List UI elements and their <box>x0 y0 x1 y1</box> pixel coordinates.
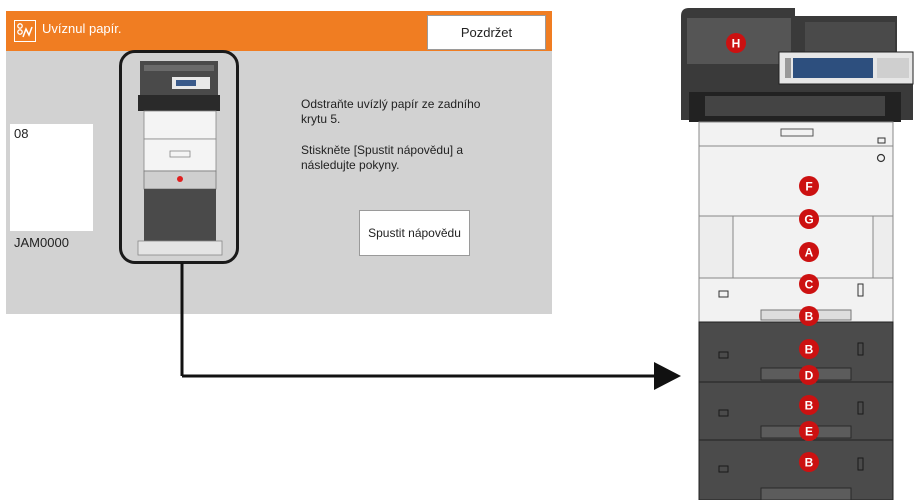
svg-text:F: F <box>805 180 812 194</box>
label-b-2: B <box>799 339 819 359</box>
printer-diagram: H F G A C B B D B E B <box>681 8 914 500</box>
svg-text:C: C <box>805 278 814 292</box>
svg-text:H: H <box>732 37 741 51</box>
status-card: 08 <box>10 124 93 231</box>
svg-text:B: B <box>805 399 814 413</box>
label-b-4: B <box>799 452 819 472</box>
card-code: 08 <box>14 126 29 141</box>
label-e: E <box>799 421 819 441</box>
page-title: Uvíznul papír. <box>42 21 122 36</box>
title-bar: Uvíznul papír. Pozdržet <box>6 11 552 51</box>
label-g: G <box>799 209 819 229</box>
svg-text:A: A <box>805 246 814 260</box>
label-c: C <box>799 274 819 294</box>
jam-code: JAM0000 <box>14 235 69 250</box>
printer-thumbnail-frame <box>119 50 239 264</box>
paper-jam-icon <box>14 20 36 42</box>
svg-text:B: B <box>805 310 814 324</box>
svg-text:B: B <box>805 456 814 470</box>
label-d: D <box>799 365 819 385</box>
printer-thumbnail <box>137 61 223 256</box>
arrow-right-icon <box>654 362 681 390</box>
svg-text:G: G <box>804 213 813 227</box>
instruction-text-2: Stiskněte [Spustit nápovědu] a následujt… <box>301 143 464 172</box>
label-h: H <box>726 33 746 53</box>
svg-text:B: B <box>805 343 814 357</box>
hold-button[interactable]: Pozdržet <box>427 15 546 50</box>
label-b-3: B <box>799 395 819 415</box>
label-a: A <box>799 242 819 262</box>
label-f: F <box>799 176 819 196</box>
start-help-button[interactable]: Spustit nápovědu <box>359 210 470 256</box>
svg-text:E: E <box>805 425 813 439</box>
svg-text:D: D <box>805 369 814 383</box>
label-b-1: B <box>799 306 819 326</box>
instruction-text-1: Odstraňte uvízlý papír ze zadního krytu … <box>301 97 481 126</box>
jam-panel: Uvíznul papír. Pozdržet 08 JAM0000 Odstr… <box>6 11 552 314</box>
